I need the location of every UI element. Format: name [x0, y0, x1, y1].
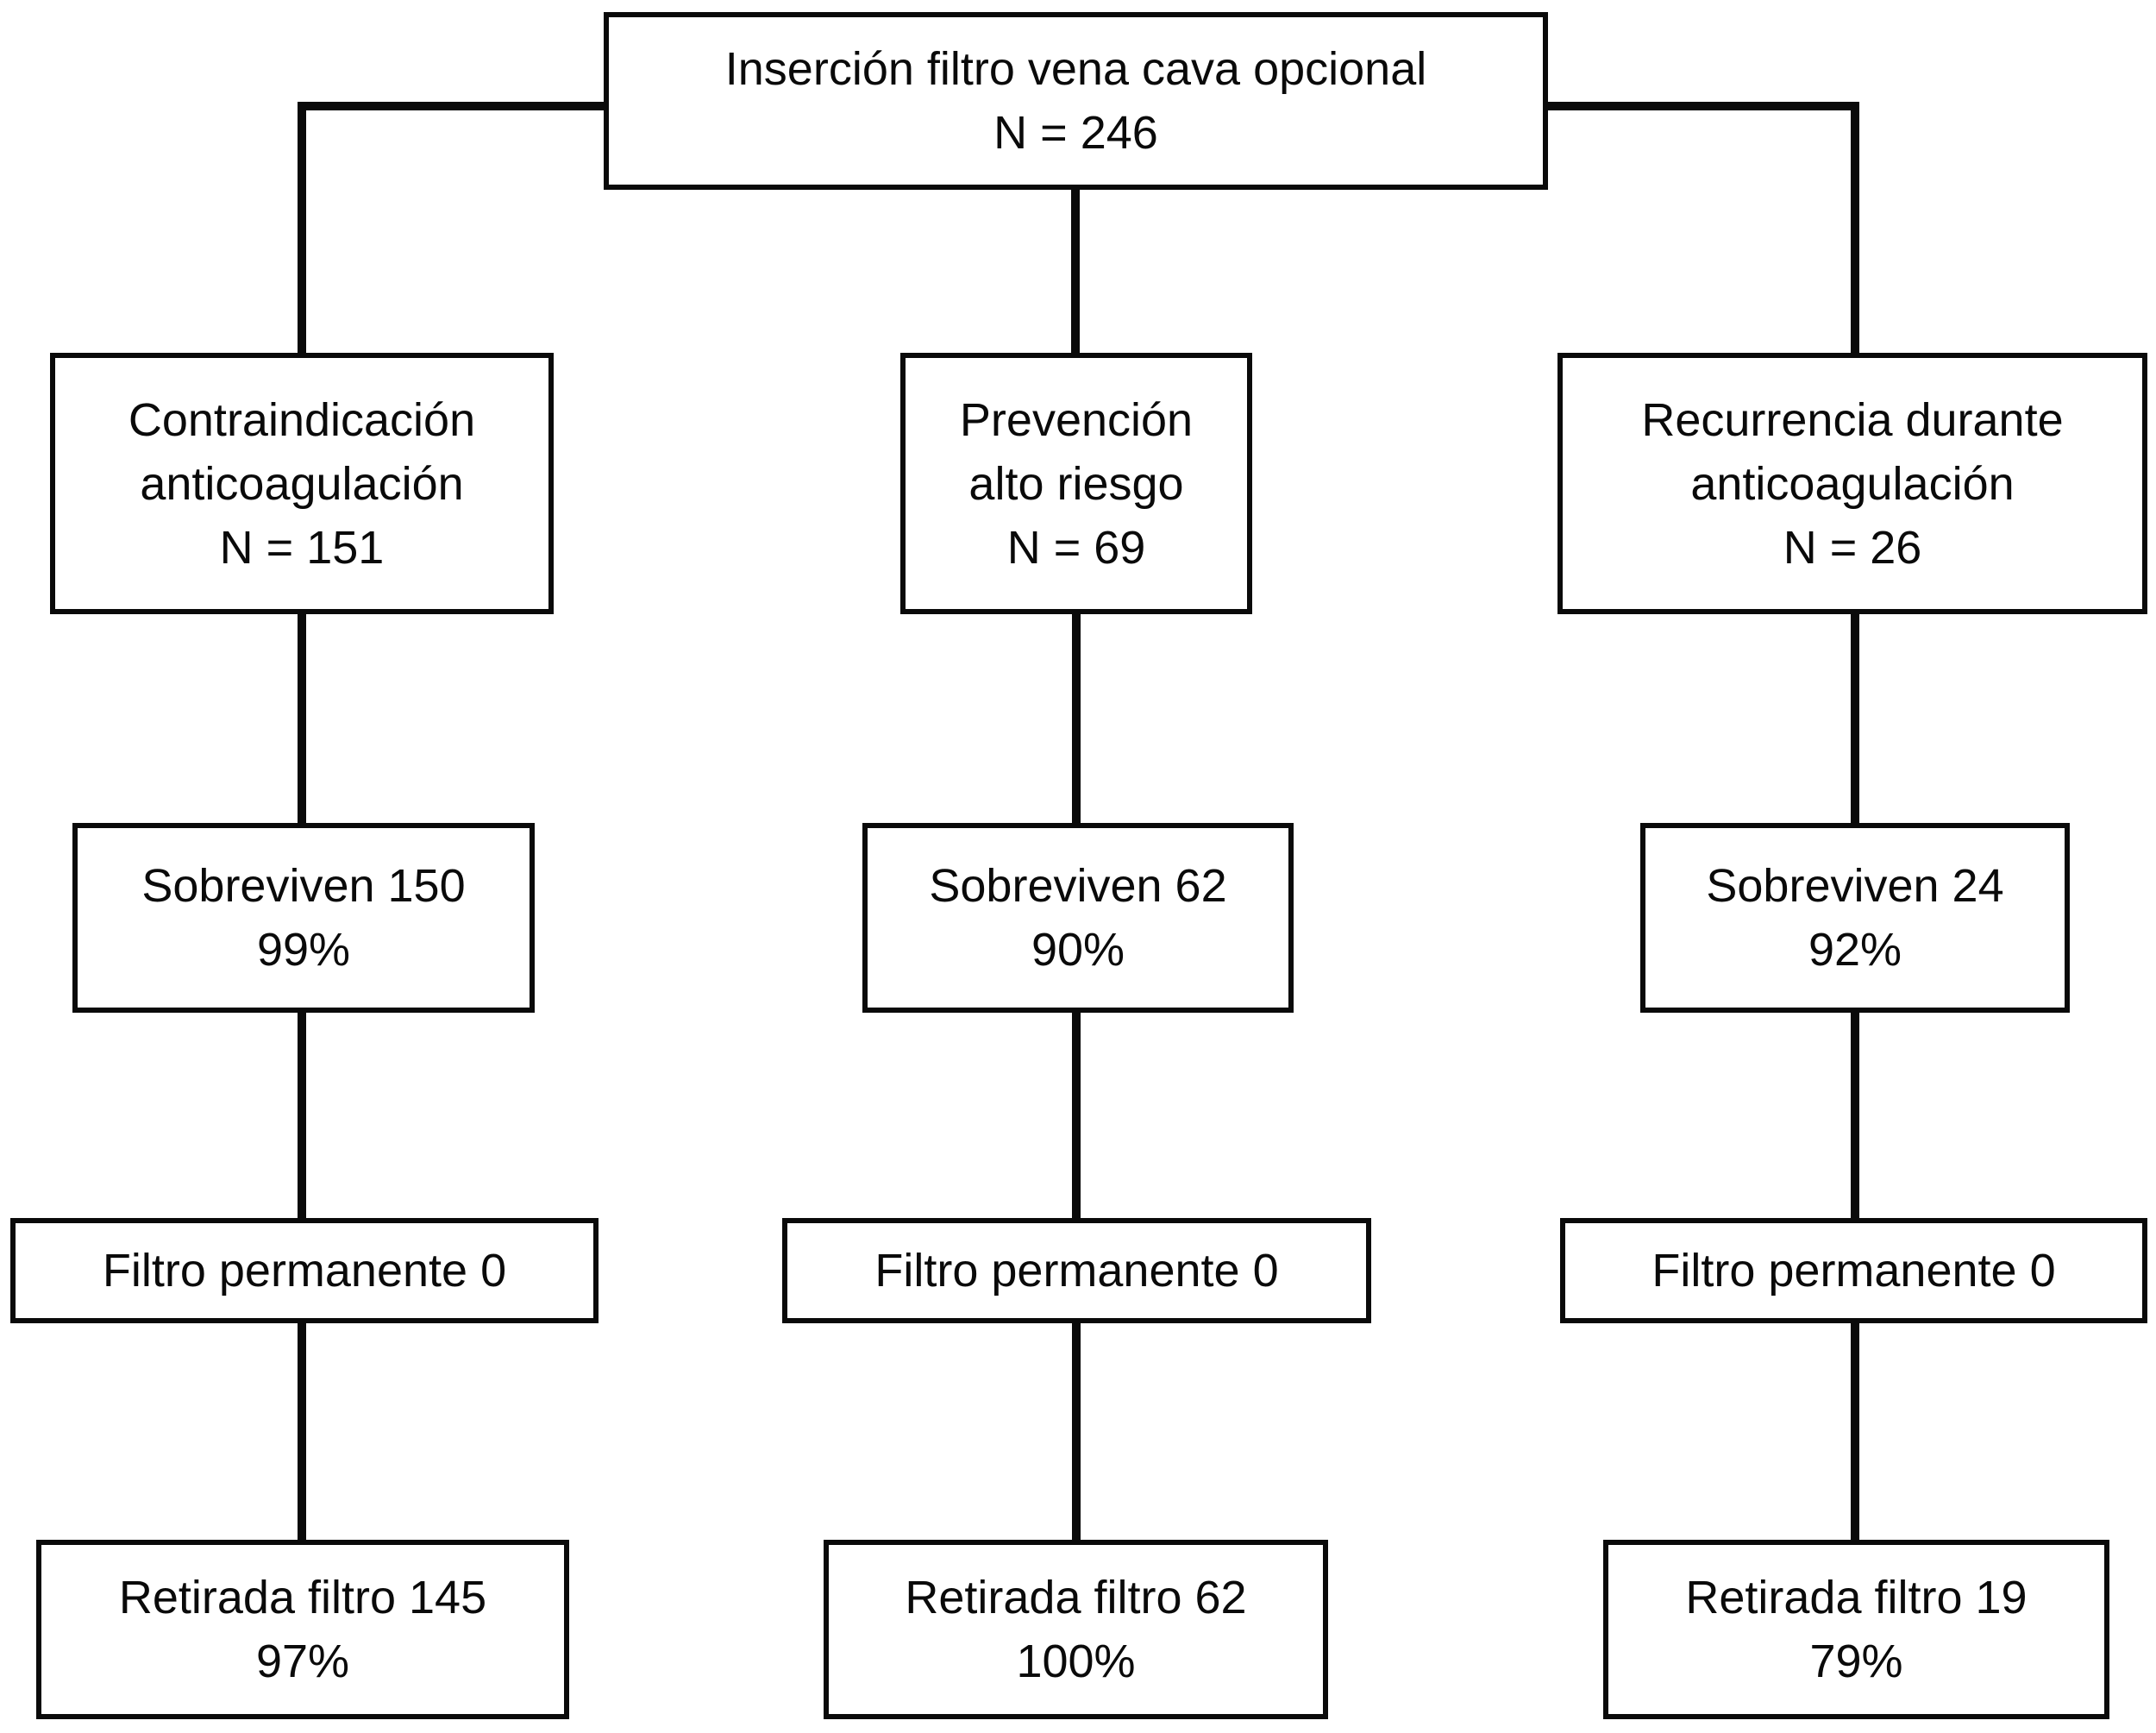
connector-col3-row4-row5 [1851, 1318, 1859, 1544]
retrieval-label: Retirada filtro 145 [118, 1572, 487, 1623]
branch-label-line2: anticoagulación [1690, 457, 2015, 510]
permanent-filter-box-col3: Filtro permanente 0 [1560, 1218, 2147, 1323]
retrieval-box-col2: Retirada filtro 62 100% [824, 1540, 1328, 1719]
branch-label-line1: Prevención [959, 393, 1194, 446]
retrieval-percent: 97% [255, 1636, 350, 1687]
survival-percent: 99% [256, 924, 351, 976]
retrieval-label: Retirada filtro 19 [1685, 1572, 2028, 1623]
retrieval-box-col1: Retirada filtro 145 97% [36, 1540, 569, 1719]
connector-root-right-vertical [1851, 102, 1859, 357]
branch-box-recurrencia: Recurrencia durante anticoagulación N = … [1557, 353, 2147, 614]
connector-col1-row3-row4 [298, 1008, 306, 1223]
survival-percent: 90% [1031, 924, 1125, 976]
connector-col1-row2-row3 [298, 611, 306, 828]
root-label: Inserción filtro vena cava opcional [724, 43, 1427, 95]
connector-root-center-vertical [1071, 185, 1080, 358]
root-box: Inserción filtro vena cava opcional N = … [604, 12, 1548, 190]
permanent-filter-label: Filtro permanente 0 [102, 1245, 507, 1297]
connector-col1-row4-row5 [298, 1318, 306, 1544]
branch-label-line1: Contraindicación [128, 393, 476, 446]
permanent-filter-label: Filtro permanente 0 [874, 1245, 1279, 1297]
survival-box-col3: Sobreviven 24 92% [1640, 823, 2070, 1013]
retrieval-percent: 100% [1016, 1636, 1136, 1687]
permanent-filter-box-col2: Filtro permanente 0 [782, 1218, 1371, 1323]
connector-col3-row3-row4 [1851, 1008, 1859, 1223]
connector-col3-row2-row3 [1851, 611, 1859, 828]
connector-col2-row2-row3 [1072, 611, 1081, 828]
connector-root-right-horizontal [1544, 102, 1859, 110]
branch-label-line1: Recurrencia durante [1641, 393, 2064, 446]
retrieval-box-col3: Retirada filtro 19 79% [1603, 1540, 2109, 1719]
connector-col2-row4-row5 [1072, 1318, 1081, 1544]
root-n: N = 246 [993, 107, 1158, 159]
branch-label-line2: anticoagulación [140, 457, 464, 510]
branch-box-prevencion: Prevención alto riesgo N = 69 [900, 353, 1252, 614]
branch-label-line2: alto riesgo [968, 457, 1184, 510]
survival-label: Sobreviven 150 [141, 860, 466, 912]
survival-percent: 92% [1808, 924, 1902, 976]
permanent-filter-box-col1: Filtro permanente 0 [10, 1218, 599, 1323]
branch-n: N = 26 [1783, 521, 1922, 574]
survival-label: Sobreviven 24 [1706, 860, 2004, 912]
survival-box-col1: Sobreviven 150 99% [72, 823, 535, 1013]
survival-label: Sobreviven 62 [929, 860, 1227, 912]
connector-root-left-horizontal [298, 102, 610, 110]
branch-n: N = 69 [1006, 521, 1146, 574]
retrieval-label: Retirada filtro 62 [905, 1572, 1247, 1623]
connector-root-left-vertical [298, 102, 306, 357]
branch-box-contraindicacion: Contraindicación anticoagulación N = 151 [50, 353, 554, 614]
survival-box-col2: Sobreviven 62 90% [862, 823, 1294, 1013]
branch-n: N = 151 [219, 521, 385, 574]
retrieval-percent: 79% [1809, 1636, 1903, 1687]
permanent-filter-label: Filtro permanente 0 [1651, 1245, 2056, 1297]
connector-col2-row3-row4 [1072, 1008, 1081, 1223]
